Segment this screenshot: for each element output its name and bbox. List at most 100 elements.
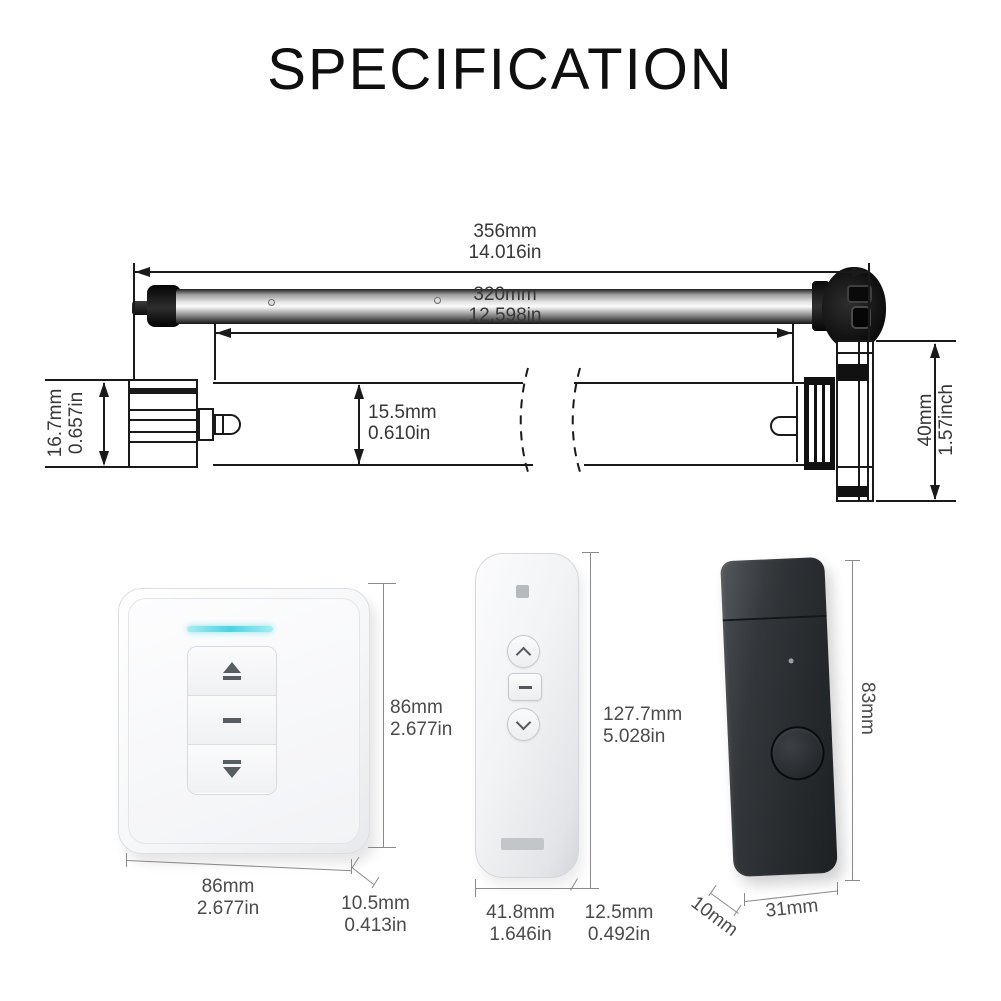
tube-end-step — [796, 386, 798, 462]
bridge-height-label: 83mm — [857, 682, 878, 735]
drawing-hook — [770, 416, 798, 436]
remote-depth-mm: 12.5mm — [584, 902, 654, 923]
bridge-height-tick-top — [845, 560, 860, 561]
switch-height-tick-bottom — [368, 847, 396, 848]
triangle-up-icon — [223, 662, 241, 673]
dim-left-end-mm: 16.7mm — [45, 388, 66, 458]
ext-line-cap-bottom — [45, 466, 128, 468]
bridge-height-tick-bottom — [845, 880, 860, 881]
dim-tube-length-label: 320mm 12.598in — [400, 284, 610, 326]
minus-icon — [518, 685, 532, 689]
switch-stop-button — [188, 696, 276, 745]
switch-width-mm: 86mm — [201, 876, 255, 897]
switch-depth-inch: 0.413in — [344, 915, 407, 936]
ext-line-tube-left — [214, 324, 216, 380]
tube-top-line-1 — [213, 382, 523, 384]
dim-shaft-inch: 0.610in — [368, 423, 431, 444]
remote-height-tick-top — [582, 552, 599, 553]
motor-head-usb-port — [851, 306, 871, 329]
cap-line-2 — [130, 419, 196, 421]
switch-height-label: 86mm 2.677in — [390, 697, 452, 741]
cap-band — [130, 388, 196, 394]
dim-head-mm: 40mm — [915, 393, 936, 447]
remote-depth-label: 12.5mm 0.492in — [575, 902, 663, 946]
bridge-led-dot — [788, 658, 794, 664]
ext-line-left-cap — [133, 263, 135, 379]
page-title: SPECIFICATION — [267, 37, 734, 102]
tube-screw-1 — [268, 299, 275, 306]
dim-tube-right-arrow — [777, 328, 792, 338]
motor-head-button — [847, 285, 872, 303]
switch-depth-label: 10.5mm 0.413in — [328, 893, 423, 937]
remote-stop-button — [508, 673, 542, 701]
remote-height-inch: 5.028in — [603, 726, 666, 747]
dim-head-label: 40mm 1.57inch — [915, 350, 957, 490]
remote-height-line — [590, 552, 591, 888]
dim-total-length-inch: 14.016in — [468, 242, 542, 263]
bridge-button — [769, 725, 826, 782]
switch-width-tick-left — [126, 853, 127, 867]
remote-bottom-label — [501, 838, 544, 850]
head-line-bottom-1 — [838, 466, 872, 468]
ext-line-cap-top — [45, 379, 128, 381]
remote-width-mm: 41.8mm — [486, 902, 555, 923]
ext-line-head-right — [868, 263, 870, 341]
chevron-down-icon — [515, 714, 532, 730]
dim-tube-length-line — [215, 332, 793, 334]
switch-width-line — [126, 860, 352, 872]
dim-left-end-down-arrow — [99, 451, 109, 466]
switch-height-mm: 86mm — [390, 697, 443, 718]
remote-depth-inch: 0.492in — [587, 924, 651, 945]
remote-indicator — [516, 585, 529, 598]
ext-line-tube-right — [792, 324, 794, 384]
dim-tube-length-mm: 320mm — [473, 284, 537, 305]
triangle-down-icon — [223, 767, 241, 778]
tube-bottom-line-2 — [584, 464, 805, 466]
drawing-head — [836, 340, 874, 502]
dim-left-end-label: 16.7mm 0.657in — [45, 363, 87, 483]
remote-height-label: 127.7mm 5.028in — [603, 704, 682, 748]
dim-tube-left-arrow — [216, 328, 231, 338]
head-vline-2 — [867, 342, 869, 500]
switch-height-inch: 2.677in — [390, 719, 453, 740]
dim-total-length-label: 356mm 14.016in — [400, 221, 610, 263]
dim-shaft-mm: 15.5mm — [368, 402, 437, 423]
dim-head-inch: 1.57inch — [936, 384, 957, 456]
switch-depth-mm: 10.5mm — [341, 893, 410, 914]
switch-width-inch: 2.677in — [196, 898, 260, 919]
dim-total-length-line — [134, 271, 868, 273]
motor-photo-tube — [176, 289, 825, 324]
head-band-top — [838, 364, 868, 381]
down-bar-icon — [223, 760, 241, 764]
switch-depth-line — [351, 867, 375, 886]
bridge-height-line — [852, 560, 853, 881]
dim-total-length-mm: 356mm — [473, 221, 537, 242]
dim-head-line — [934, 344, 936, 499]
pin-bullet-line — [222, 416, 224, 433]
tube-break-lines — [519, 367, 583, 479]
head-line-top — [838, 352, 872, 354]
dim-shaft-up-arrow — [354, 384, 364, 399]
remote-height-mm: 127.7mm — [603, 704, 683, 725]
cap-line-4 — [130, 441, 196, 443]
remote-width-inch: 1.646in — [489, 924, 552, 945]
dim-total-left-arrow — [135, 267, 150, 277]
bridge-cap — [720, 556, 827, 622]
head-vline-1 — [858, 342, 860, 500]
dim-shaft-label: 15.5mm 0.610in — [368, 402, 437, 444]
cap-line-1 — [130, 409, 196, 411]
head-band-bottom — [838, 486, 868, 497]
tube-bottom-line-1 — [213, 464, 533, 466]
drawing-left-cap — [128, 379, 198, 468]
switch-width-tick-right — [351, 859, 352, 874]
stop-bar-icon — [223, 717, 241, 723]
dim-shaft-down-arrow — [354, 449, 364, 464]
up-bar-icon — [223, 676, 241, 680]
switch-up-button — [188, 647, 276, 696]
switch-button-panel — [187, 646, 277, 795]
motor-photo — [0, 130, 1001, 350]
tube-top-line-2 — [574, 382, 805, 384]
dim-shaft-line — [358, 385, 360, 464]
dim-head-up-arrow — [930, 343, 940, 358]
